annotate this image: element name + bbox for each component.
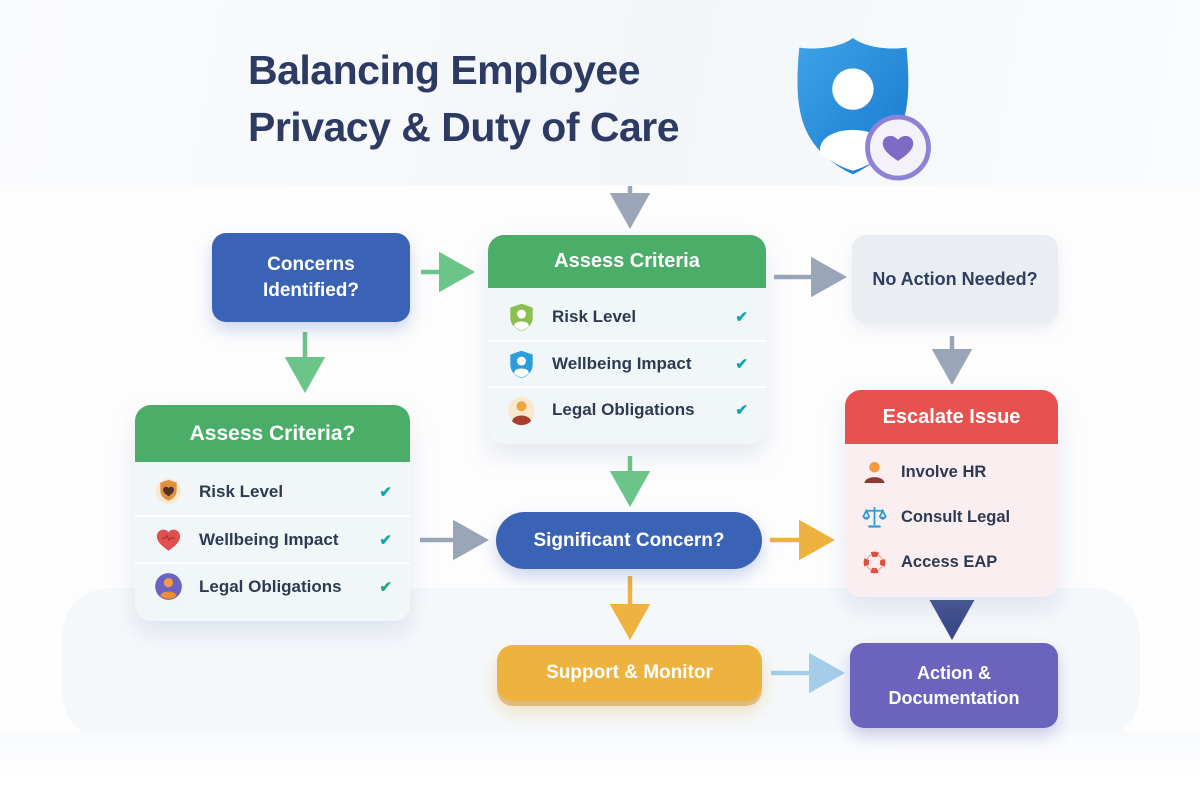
check-icon: ✔ bbox=[379, 578, 392, 596]
node-significant-concern: Significant Concern? bbox=[496, 512, 762, 569]
lifebuoy-icon bbox=[861, 547, 888, 578]
check-icon: ✔ bbox=[735, 356, 748, 373]
list-item-consult-legal: Consult Legal bbox=[845, 495, 1058, 540]
node-action-documentation: Action & Documentation bbox=[850, 643, 1058, 728]
heart-icon bbox=[153, 524, 184, 555]
card-header: Escalate Issue bbox=[845, 390, 1058, 444]
list-item-label: Consult Legal bbox=[901, 508, 1011, 526]
list-item-label: Wellbeing Impact bbox=[552, 354, 692, 373]
card-header: Assess Criteria bbox=[488, 235, 766, 288]
list-item-label: Access EAP bbox=[901, 553, 998, 571]
list-item-access-eap: Access EAP bbox=[845, 540, 1058, 585]
list-item-risk-level: Risk Level ✔ bbox=[488, 294, 766, 340]
card-escalate-issue: Escalate Issue Involve HR Consult Legal … bbox=[845, 390, 1058, 597]
list-item-risk-level: Risk Level ✔ bbox=[135, 468, 410, 515]
node-support-monitor: Support & Monitor bbox=[497, 645, 762, 701]
list-item-wellbeing-impact: Wellbeing Impact ✔ bbox=[488, 340, 766, 386]
user-circle-icon bbox=[153, 571, 184, 602]
card-header: Assess Criteria? bbox=[135, 405, 410, 462]
card-body: Risk Level ✔ Wellbeing Impact ✔ Legal Ob… bbox=[488, 288, 766, 444]
node-label: Significant Concern? bbox=[533, 529, 725, 551]
card-title: Escalate Issue bbox=[882, 405, 1021, 428]
check-icon: ✔ bbox=[735, 309, 748, 326]
list-item-wellbeing-impact: Wellbeing Impact ✔ bbox=[135, 515, 410, 562]
shield-user-icon bbox=[506, 349, 537, 380]
list-item-involve-hr: Involve HR bbox=[845, 450, 1058, 495]
background-top-band bbox=[0, 0, 1200, 185]
page-title: Balancing Employee Privacy & Duty of Car… bbox=[248, 42, 768, 155]
shield-heart-icon bbox=[153, 476, 184, 507]
node-label: No Action Needed? bbox=[872, 268, 1038, 289]
node-no-action-needed: No Action Needed? bbox=[852, 235, 1058, 323]
node-label: Support & Monitor bbox=[546, 662, 713, 684]
card-assess-criteria-left: Assess Criteria? Risk Level ✔ Wellbeing … bbox=[135, 405, 410, 621]
page-title-line2: Privacy & Duty of Care bbox=[248, 103, 680, 150]
card-body: Involve HR Consult Legal Access EAP bbox=[845, 444, 1058, 597]
background-bottom-strip bbox=[0, 732, 1200, 800]
check-icon: ✔ bbox=[379, 531, 392, 549]
list-item-legal-obligations: Legal Obligations ✔ bbox=[488, 386, 766, 432]
node-label: Concerns Identified? bbox=[262, 253, 360, 301]
card-assess-criteria-center: Assess Criteria Risk Level ✔ Wellbeing I… bbox=[488, 235, 766, 444]
card-title: Assess Criteria bbox=[554, 250, 700, 272]
person-icon bbox=[861, 457, 888, 488]
node-label: Action & Documentation bbox=[888, 663, 1020, 708]
check-icon: ✔ bbox=[379, 483, 392, 501]
person-circle-icon bbox=[506, 395, 537, 426]
list-item-label: Legal Obligations bbox=[199, 576, 342, 596]
list-item-label: Risk Level bbox=[199, 481, 284, 501]
list-item-label: Legal Obligations bbox=[552, 400, 695, 419]
list-item-label: Risk Level bbox=[552, 307, 637, 326]
scales-icon bbox=[861, 502, 888, 533]
list-item-legal-obligations: Legal Obligations ✔ bbox=[135, 562, 410, 609]
user-badge-icon bbox=[506, 302, 537, 333]
list-item-label: Wellbeing Impact bbox=[199, 529, 339, 549]
shield-person-heart-icon bbox=[797, 37, 931, 181]
check-icon: ✔ bbox=[735, 402, 748, 419]
card-title: Assess Criteria? bbox=[189, 421, 356, 445]
node-concerns-identified: Concerns Identified? bbox=[212, 233, 410, 322]
list-item-label: Involve HR bbox=[901, 463, 987, 481]
card-body: Risk Level ✔ Wellbeing Impact ✔ Legal Ob… bbox=[135, 462, 410, 621]
page-title-line1: Balancing Employee bbox=[248, 47, 641, 93]
